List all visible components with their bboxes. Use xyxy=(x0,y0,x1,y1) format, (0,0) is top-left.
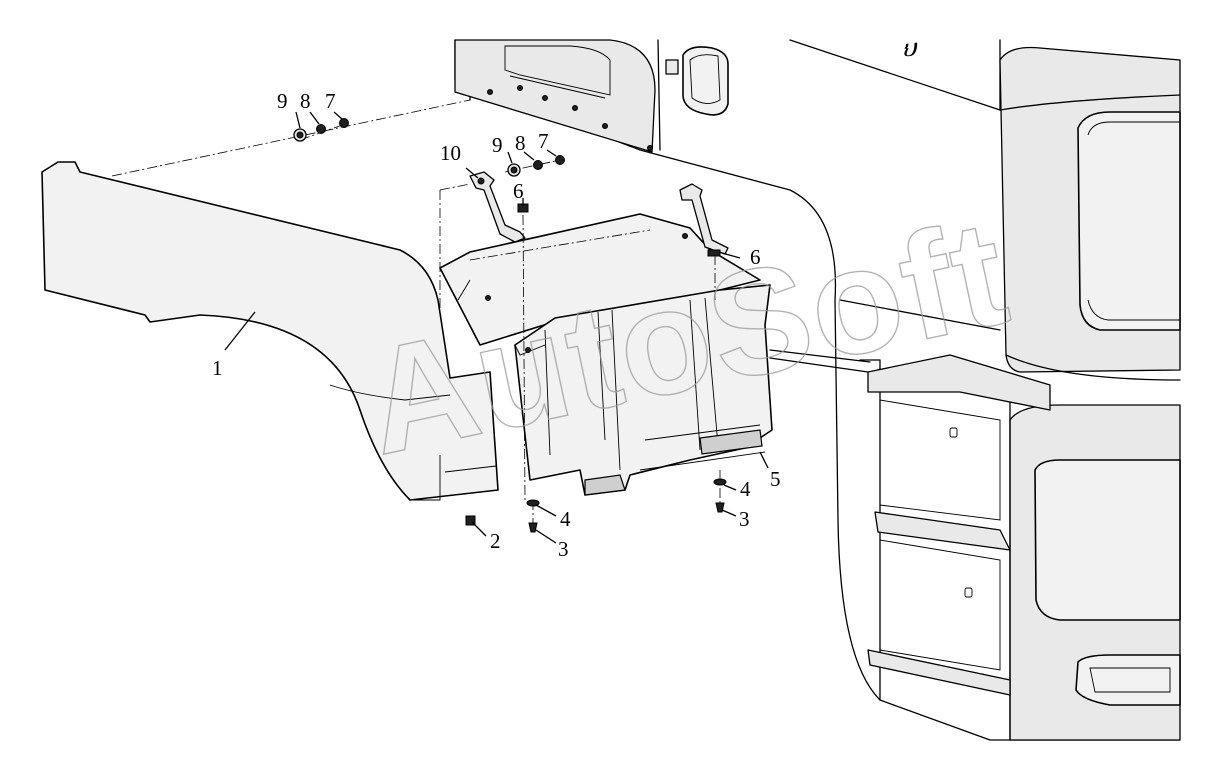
callout-9-right: 9 xyxy=(492,133,503,157)
callout-1: 1 xyxy=(212,356,223,380)
callout-4-right: 4 xyxy=(740,477,751,501)
step-holes xyxy=(487,85,653,151)
cab-body: ህ xyxy=(454,36,1181,741)
callout-10: 10 xyxy=(440,141,461,165)
cab-emblem: ህ xyxy=(902,36,918,61)
entry-steps xyxy=(859,354,1051,741)
callout-3-left: 3 xyxy=(558,537,569,561)
callout-3-right: 3 xyxy=(739,507,750,531)
callout-6-left: 6 xyxy=(513,179,524,203)
callout-labels: 1 2 3 3 4 4 5 6 6 7 7 8 8 9 9 10 xyxy=(212,89,781,561)
mounting-bracket-right xyxy=(679,183,729,255)
callout-9-left: 9 xyxy=(277,89,288,113)
headlamp xyxy=(1077,111,1181,331)
fog-lamp-housing xyxy=(1034,459,1181,621)
callout-7-left: 7 xyxy=(325,89,336,113)
fog-lamp xyxy=(1075,654,1181,706)
assembly-lines xyxy=(111,99,721,525)
door-handle-recess xyxy=(682,46,729,116)
fasteners xyxy=(293,118,727,533)
callout-8-right: 8 xyxy=(515,131,526,155)
mounting-bracket-part-10 xyxy=(469,171,526,243)
leader-lines xyxy=(224,111,769,544)
callout-5: 5 xyxy=(770,467,781,491)
callout-7-right: 7 xyxy=(538,129,549,153)
callout-6-right: 6 xyxy=(750,245,761,269)
front-mud-guard-part-5 xyxy=(439,213,773,496)
callout-8-left: 8 xyxy=(300,89,311,113)
callout-2: 2 xyxy=(490,529,501,553)
rear-fender-part-1 xyxy=(41,161,499,501)
callout-4-left: 4 xyxy=(560,507,571,531)
